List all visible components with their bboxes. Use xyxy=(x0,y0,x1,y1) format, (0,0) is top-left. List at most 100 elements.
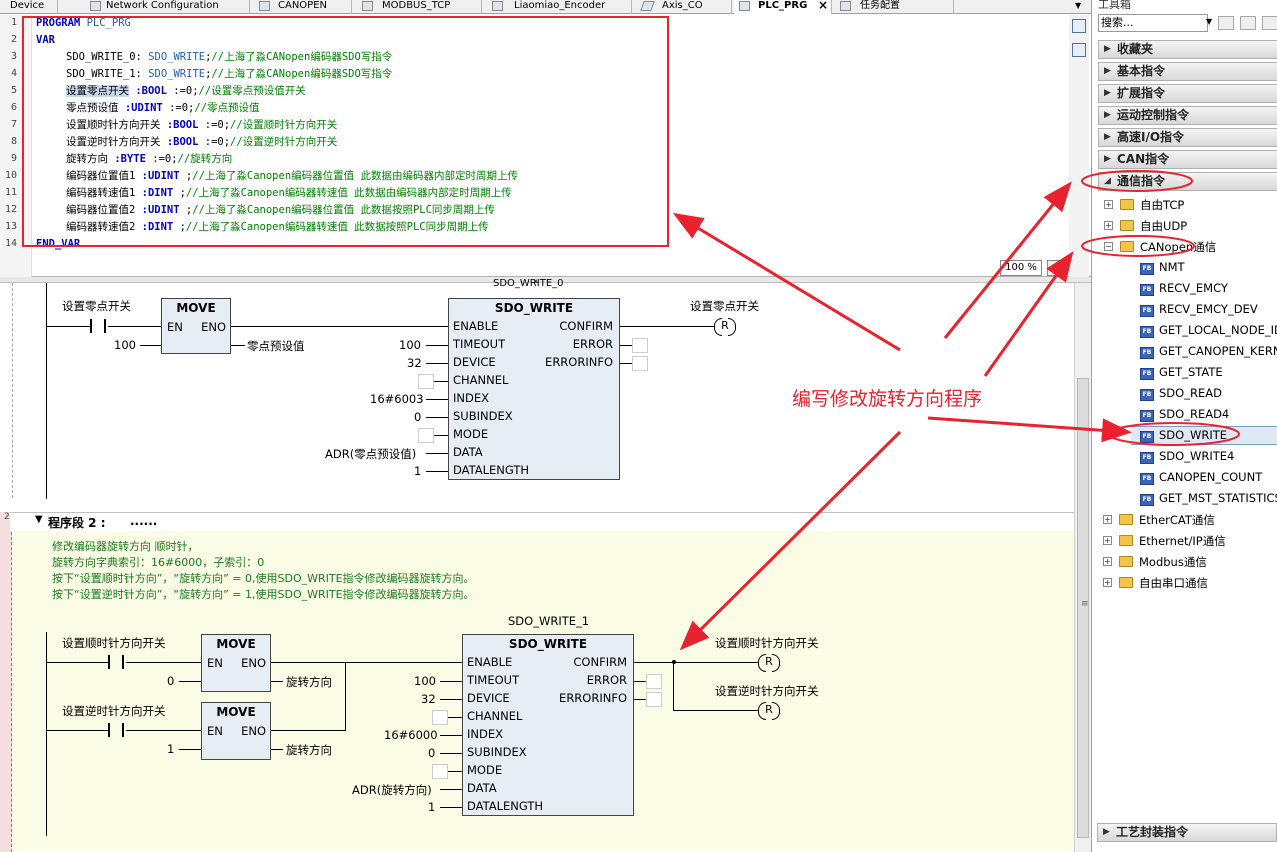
category-motion[interactable]: ▶运动控制指令 xyxy=(1098,106,1277,125)
move-block-ccw[interactable]: MOVE EN ENO xyxy=(201,702,271,760)
tab-liaomiao-encoder[interactable]: Liaomiao_Encoder xyxy=(484,0,632,14)
code-line-var-decl[interactable]: 编码器转速值2 :DINT ;//上海了淼Canopen编码器转速值 此数据按照… xyxy=(66,219,489,236)
tab-list-dropdown-icon[interactable]: ▼ xyxy=(1075,1,1082,10)
code-line-program[interactable]: PROGRAM PLC_PRG xyxy=(36,15,131,32)
code-line-var-decl[interactable]: 编码器转速值1 :DINT ;//上海了淼Canopen编码器转速值 此数据由编… xyxy=(66,185,512,202)
tab-canopen[interactable]: CANOPEN xyxy=(252,0,352,14)
input-value[interactable]: 16#6000 xyxy=(384,728,438,742)
input-value[interactable]: 0 xyxy=(167,674,175,688)
settings-icon[interactable] xyxy=(1262,16,1277,30)
tree-folder-free-udp[interactable]: 自由UDP xyxy=(1140,219,1188,233)
input-value[interactable]: ADR(旋转方向) xyxy=(352,783,432,797)
output-variable[interactable]: 旋转方向 xyxy=(286,743,332,757)
tree-item[interactable]: GET_MST_STATISTICS xyxy=(1159,491,1277,505)
zoom-icon[interactable]: ⌕ xyxy=(1047,260,1065,276)
close-icon[interactable]: × xyxy=(818,0,829,12)
tree-folder-serial[interactable]: 自由串口通信 xyxy=(1139,576,1208,590)
input-value[interactable]: 100 xyxy=(399,338,421,352)
contact-no-cw[interactable] xyxy=(108,655,124,669)
save-icon[interactable] xyxy=(1240,16,1256,30)
expand-plus-icon[interactable]: + xyxy=(1103,557,1112,566)
fb-instance-name[interactable]: SDO_WRITE_0 xyxy=(493,278,564,289)
tree-item[interactable]: SDO_READ4 xyxy=(1159,407,1230,421)
input-value[interactable]: 0 xyxy=(414,410,422,424)
tree-item[interactable]: SDO_READ xyxy=(1159,386,1222,400)
tree-folder-modbus[interactable]: Modbus通信 xyxy=(1139,555,1207,569)
tab-network-configuration[interactable]: Network Configuration xyxy=(60,0,250,14)
input-value[interactable]: 0 xyxy=(428,746,436,760)
tree-item-selected[interactable]: SDO_WRITE xyxy=(1159,428,1228,442)
tree-folder-ethernet-ip[interactable]: Ethernet/IP通信 xyxy=(1139,534,1226,548)
collapse-minus-icon[interactable]: − xyxy=(1104,242,1113,251)
code-line-var-decl[interactable]: 编码器位置值2 :UDINT ;//上海了淼Canopen编码器位置值 此数据按… xyxy=(66,202,495,219)
code-line-var-decl[interactable]: SDO_WRITE_1: SDO_WRITE;//上海了淼CANopen编码器S… xyxy=(66,66,392,83)
tab-plc-prg[interactable]: PLC_PRG× xyxy=(734,0,832,14)
expand-plus-icon[interactable]: + xyxy=(1104,200,1113,209)
category-favorites[interactable]: ▶收藏夹 xyxy=(1098,40,1277,59)
tab-axis-co[interactable]: Axis_CO xyxy=(634,0,732,14)
tabular-view-icon[interactable] xyxy=(1072,43,1086,57)
fbd-scrollbar[interactable]: ≡ xyxy=(1074,283,1091,852)
tree-item[interactable]: SDO_WRITE4 xyxy=(1159,449,1235,463)
collapse-arrow-icon[interactable]: ▼ xyxy=(35,514,43,525)
code-line-var-decl[interactable]: 编码器位置值1 :UDINT ;//上海了淼Canopen编码器位置值 此数据由… xyxy=(66,168,518,185)
tab-modbus-tcp[interactable]: MODBUS_TCP xyxy=(354,0,482,14)
input-value[interactable]: 100 xyxy=(114,338,136,352)
reset-coil-ccw[interactable]: R xyxy=(758,702,780,720)
category-process-packaging[interactable]: ▶工艺封装指令 xyxy=(1097,823,1277,842)
network-1[interactable] xyxy=(12,283,1074,498)
code-line-var-decl[interactable]: SDO_WRITE_0: SDO_WRITE;//上海了淼CANopen编码器S… xyxy=(66,49,392,66)
tree-item[interactable]: GET_LOCAL_NODE_ID xyxy=(1159,323,1277,337)
expand-plus-icon[interactable]: + xyxy=(1103,515,1112,524)
editor-splitter[interactable]: ▲ xyxy=(0,277,1091,286)
empty-output-box[interactable] xyxy=(646,692,662,707)
output-variable[interactable]: 零点预设值 xyxy=(247,339,305,353)
code-line-var-decl[interactable]: 设置零点开关 :BOOL :=0;//设置零点预设值开关 xyxy=(66,83,306,100)
empty-input-box[interactable] xyxy=(432,764,448,779)
fb-instance-name[interactable]: SDO_WRITE_1 xyxy=(508,614,590,628)
empty-input-box[interactable] xyxy=(432,710,448,725)
code-line-var-decl[interactable]: 旋转方向 :BYTE :=0;//旋转方向 xyxy=(66,151,232,168)
input-value[interactable]: 100 xyxy=(414,674,436,688)
expand-plus-icon[interactable]: + xyxy=(1103,578,1112,587)
input-value[interactable]: 1 xyxy=(414,464,422,478)
code-line-var-decl[interactable]: 设置顺时针方向开关 :BOOL :=0;//设置顺时针方向开关 xyxy=(66,117,337,134)
tree-item[interactable]: RECV_EMCY xyxy=(1159,281,1228,295)
sdo-write-block[interactable]: SDO_WRITE ENABLE TIMEOUT DEVICE CHANNEL … xyxy=(462,634,634,816)
scrollbar-thumb[interactable]: ≡ xyxy=(1077,378,1089,838)
tab-task-config[interactable]: 任务配置 xyxy=(834,0,954,14)
network-comment[interactable]: 修改编码器旋转方向 顺时针， 旋转方向字典索引：16#6000，子索引：0 按下… xyxy=(52,539,475,603)
toolbox-search-input[interactable]: 搜索... xyxy=(1098,14,1208,32)
input-value[interactable]: 32 xyxy=(421,692,436,706)
zoom-level[interactable]: 100 % xyxy=(1000,260,1042,276)
empty-output-box[interactable] xyxy=(632,356,648,371)
input-value[interactable]: ADR(零点预设值) xyxy=(325,447,417,461)
input-value[interactable]: 1 xyxy=(428,800,436,814)
empty-input-box[interactable] xyxy=(418,428,434,443)
code-line-end-var[interactable]: END_VAR xyxy=(36,236,80,253)
folder-icon[interactable] xyxy=(1218,16,1234,30)
tab-device[interactable]: Device xyxy=(0,0,58,14)
tree-item[interactable]: RECV_EMCY_DEV xyxy=(1159,302,1258,316)
tree-item[interactable]: GET_STATE xyxy=(1159,365,1223,379)
category-basic[interactable]: ▶基本指令 xyxy=(1098,62,1277,81)
tree-item[interactable]: NMT xyxy=(1159,260,1185,274)
tree-folder-ethercat[interactable]: EtherCAT通信 xyxy=(1139,513,1215,527)
expand-plus-icon[interactable]: + xyxy=(1104,221,1113,230)
textual-view-icon[interactable] xyxy=(1072,19,1086,33)
move-block[interactable]: MOVE EN ENO xyxy=(161,298,231,354)
category-extended[interactable]: ▶扩展指令 xyxy=(1098,84,1277,103)
empty-output-box[interactable] xyxy=(646,674,662,689)
contact-no-ccw[interactable] xyxy=(108,723,124,737)
reset-coil[interactable]: R xyxy=(714,318,736,336)
network-2-header[interactable]: ▼ 程序段 2 : ...... xyxy=(10,512,1074,531)
reset-coil-cw[interactable]: R xyxy=(758,654,780,672)
tree-item[interactable]: GET_CANOPEN_KERNEL_ xyxy=(1159,344,1277,358)
input-value[interactable]: 16#6003 xyxy=(370,392,424,406)
declaration-editor[interactable]: 1 2 3 4 5 6 7 8 9 10 11 12 13 14 PROGRAM… xyxy=(0,15,1091,277)
category-high-speed-io[interactable]: ▶高速I/O指令 xyxy=(1098,128,1277,147)
category-communication[interactable]: ◢通信指令 xyxy=(1098,172,1277,191)
expand-plus-icon[interactable]: + xyxy=(1103,536,1112,545)
tree-folder-canopen[interactable]: CANopen通信 xyxy=(1140,240,1217,254)
move-block-cw[interactable]: MOVE EN ENO xyxy=(201,634,271,692)
